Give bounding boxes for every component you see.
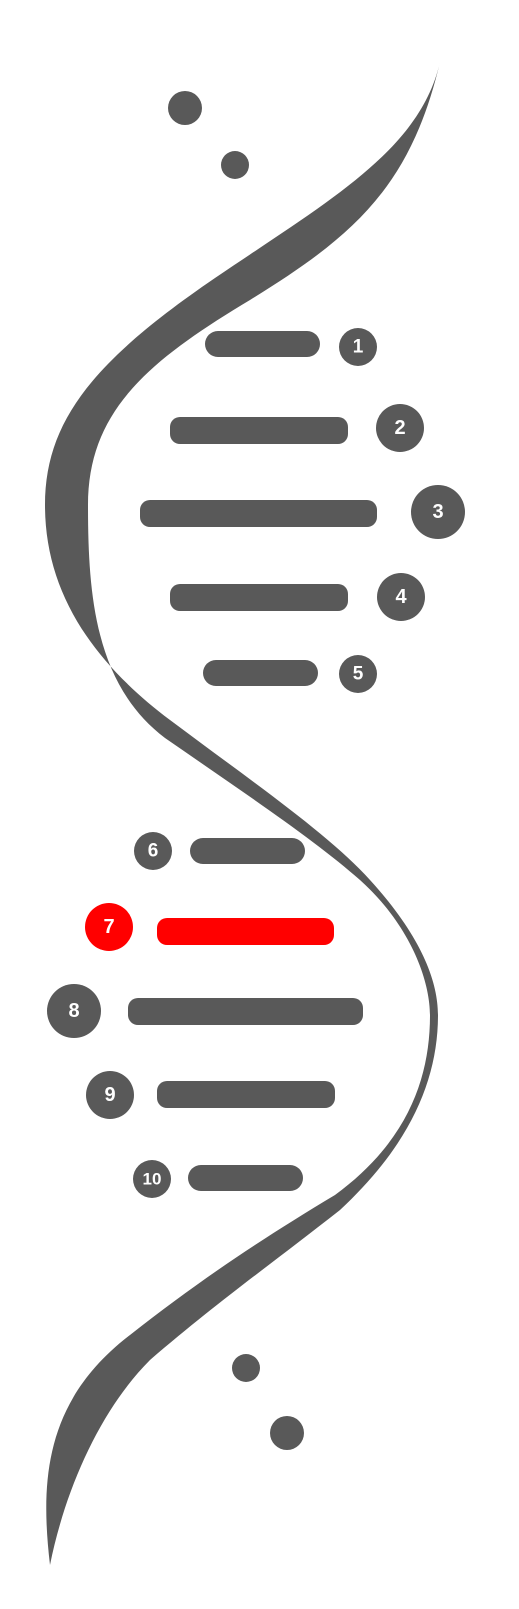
decor-dot-top-1 — [168, 91, 202, 125]
step-number: 2 — [394, 417, 405, 439]
helix-rung — [188, 1165, 303, 1191]
step-marker: 4 — [377, 573, 425, 621]
step-number: 9 — [104, 1084, 115, 1106]
helix-rung — [190, 838, 305, 864]
helix-rung-highlighted — [157, 918, 334, 945]
step-number: 1 — [353, 337, 364, 358]
helix-rung — [205, 331, 320, 357]
step-number: 7 — [103, 916, 114, 938]
step-number: 6 — [148, 841, 159, 862]
helix-rung — [170, 417, 348, 444]
step-number: 8 — [68, 1000, 79, 1022]
helix-rung — [170, 584, 348, 611]
decor-dot-bottom-2 — [270, 1416, 304, 1450]
helix-rung — [140, 500, 377, 527]
helix-strand — [45, 62, 440, 1565]
step-marker: 10 — [133, 1160, 171, 1198]
step-marker: 5 — [339, 655, 377, 693]
helix-rung — [157, 1081, 335, 1108]
step-marker: 6 — [134, 832, 172, 870]
step-number: 4 — [395, 586, 407, 608]
step-number: 5 — [353, 664, 364, 685]
step-marker: 2 — [376, 404, 424, 452]
step-number: 3 — [432, 501, 443, 523]
decor-dot-top-2 — [221, 151, 249, 179]
decor-dot-bottom-1 — [232, 1354, 260, 1382]
step-number: 10 — [143, 1170, 162, 1189]
step-marker: 8 — [47, 984, 101, 1038]
step-marker: 9 — [86, 1071, 134, 1119]
step-marker: 1 — [339, 328, 377, 366]
step-marker-highlighted: 7 — [85, 903, 133, 951]
helix-rung — [203, 660, 318, 686]
helix-rung — [128, 998, 363, 1025]
step-marker: 3 — [411, 485, 465, 539]
